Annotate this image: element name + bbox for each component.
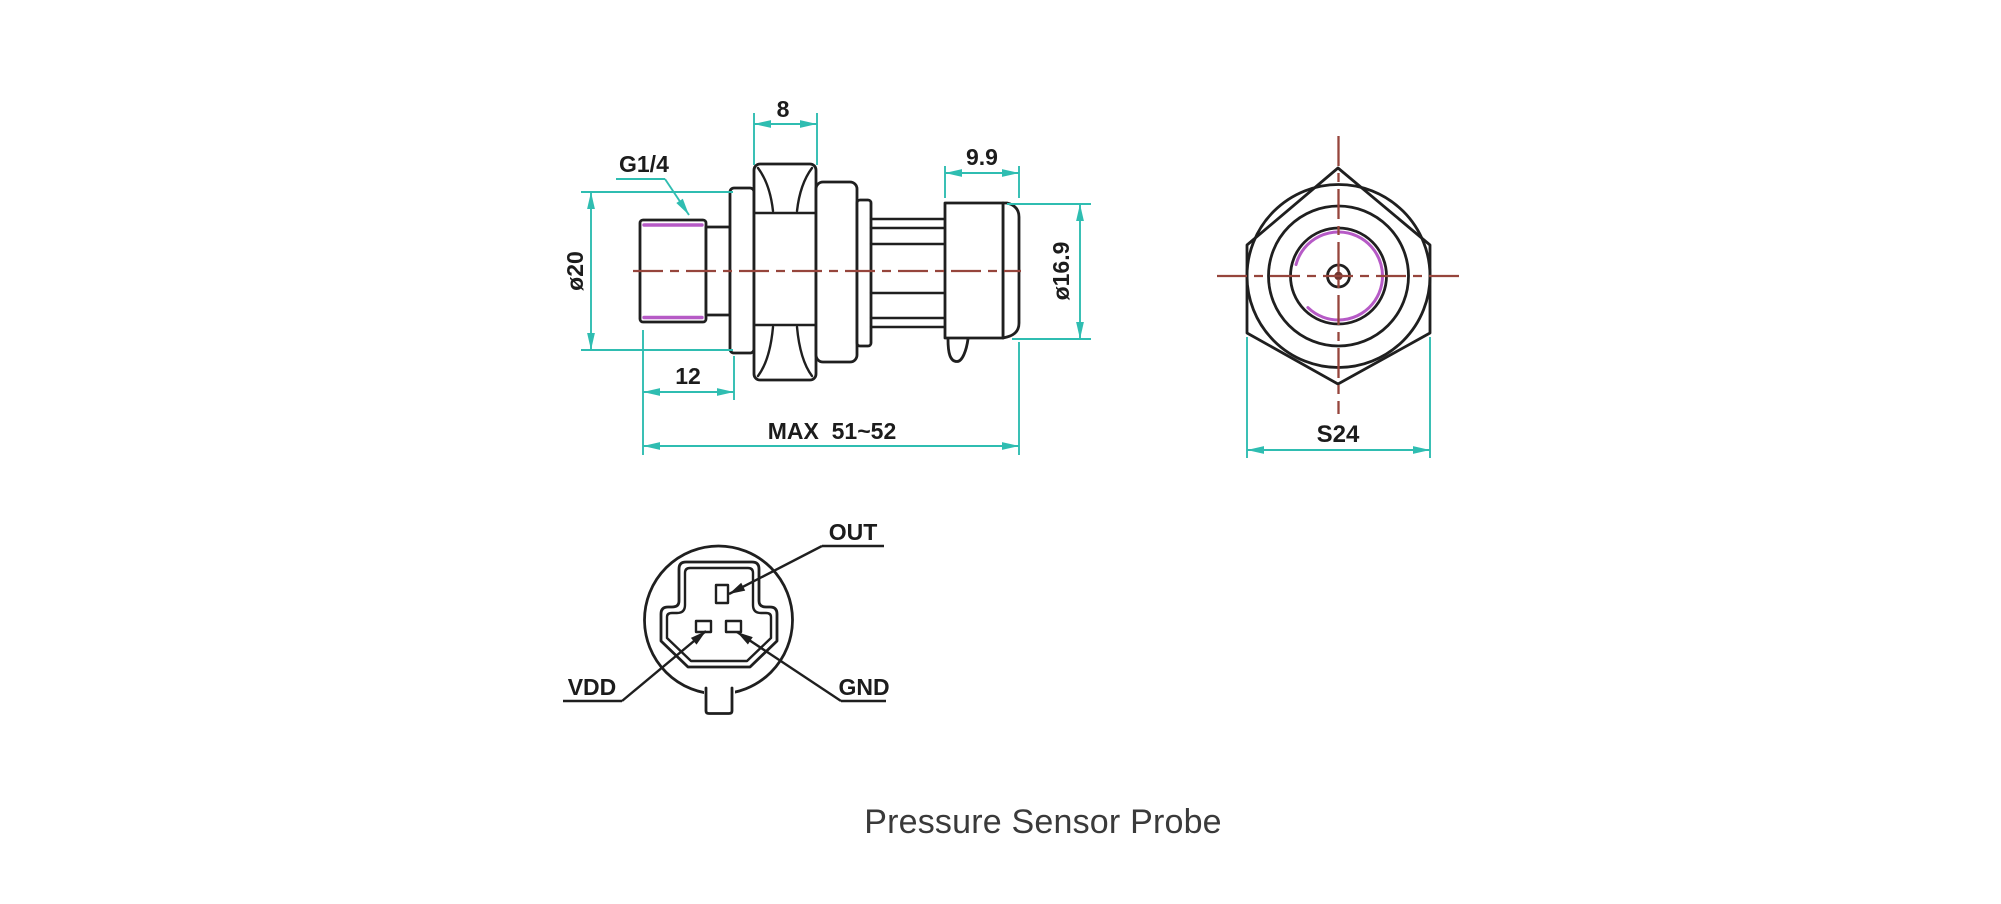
step-disc bbox=[855, 198, 873, 348]
pin-label-vdd: VDD bbox=[568, 674, 617, 700]
connector-key-tab bbox=[946, 337, 970, 363]
pin-out bbox=[714, 583, 730, 605]
dim-thread-spec: G1/4 bbox=[619, 151, 669, 177]
connector-housing-side bbox=[943, 201, 1021, 363]
side-view: 8 G1/4 ø20 12 MAX 51~52 bbox=[562, 96, 1091, 455]
connector-index-tab bbox=[704, 686, 734, 715]
dim-connector-length: 9.9 bbox=[966, 144, 998, 170]
pin-label-out: OUT bbox=[829, 519, 878, 545]
pinout-view: OUT VDD GND bbox=[563, 519, 890, 715]
pin-labels: OUT VDD GND bbox=[563, 519, 890, 703]
plug-housing bbox=[659, 560, 779, 669]
dim-hex-thickness: 8 bbox=[777, 96, 790, 122]
front-view-dimensions: S24 bbox=[1246, 337, 1431, 458]
pin-gnd bbox=[724, 619, 743, 634]
dim-connector-diameter: ø16.9 bbox=[1048, 242, 1074, 301]
dim-overall-length: MAX 51~52 bbox=[768, 418, 897, 444]
dim-wrench-size: S24 bbox=[1317, 421, 1360, 448]
pin-label-gnd: GND bbox=[838, 674, 889, 700]
drawing-caption: Pressure Sensor Probe bbox=[864, 803, 1222, 841]
side-view-dimensions: 8 G1/4 ø20 12 MAX 51~52 bbox=[562, 96, 1091, 455]
front-view: S24 bbox=[1217, 136, 1460, 458]
sensor-body-side bbox=[633, 162, 1021, 382]
thread-lines bbox=[642, 223, 704, 320]
neck-section bbox=[869, 217, 947, 329]
dim-flange-diameter: ø20 bbox=[562, 251, 588, 291]
dim-thread-length: 12 bbox=[675, 363, 701, 389]
